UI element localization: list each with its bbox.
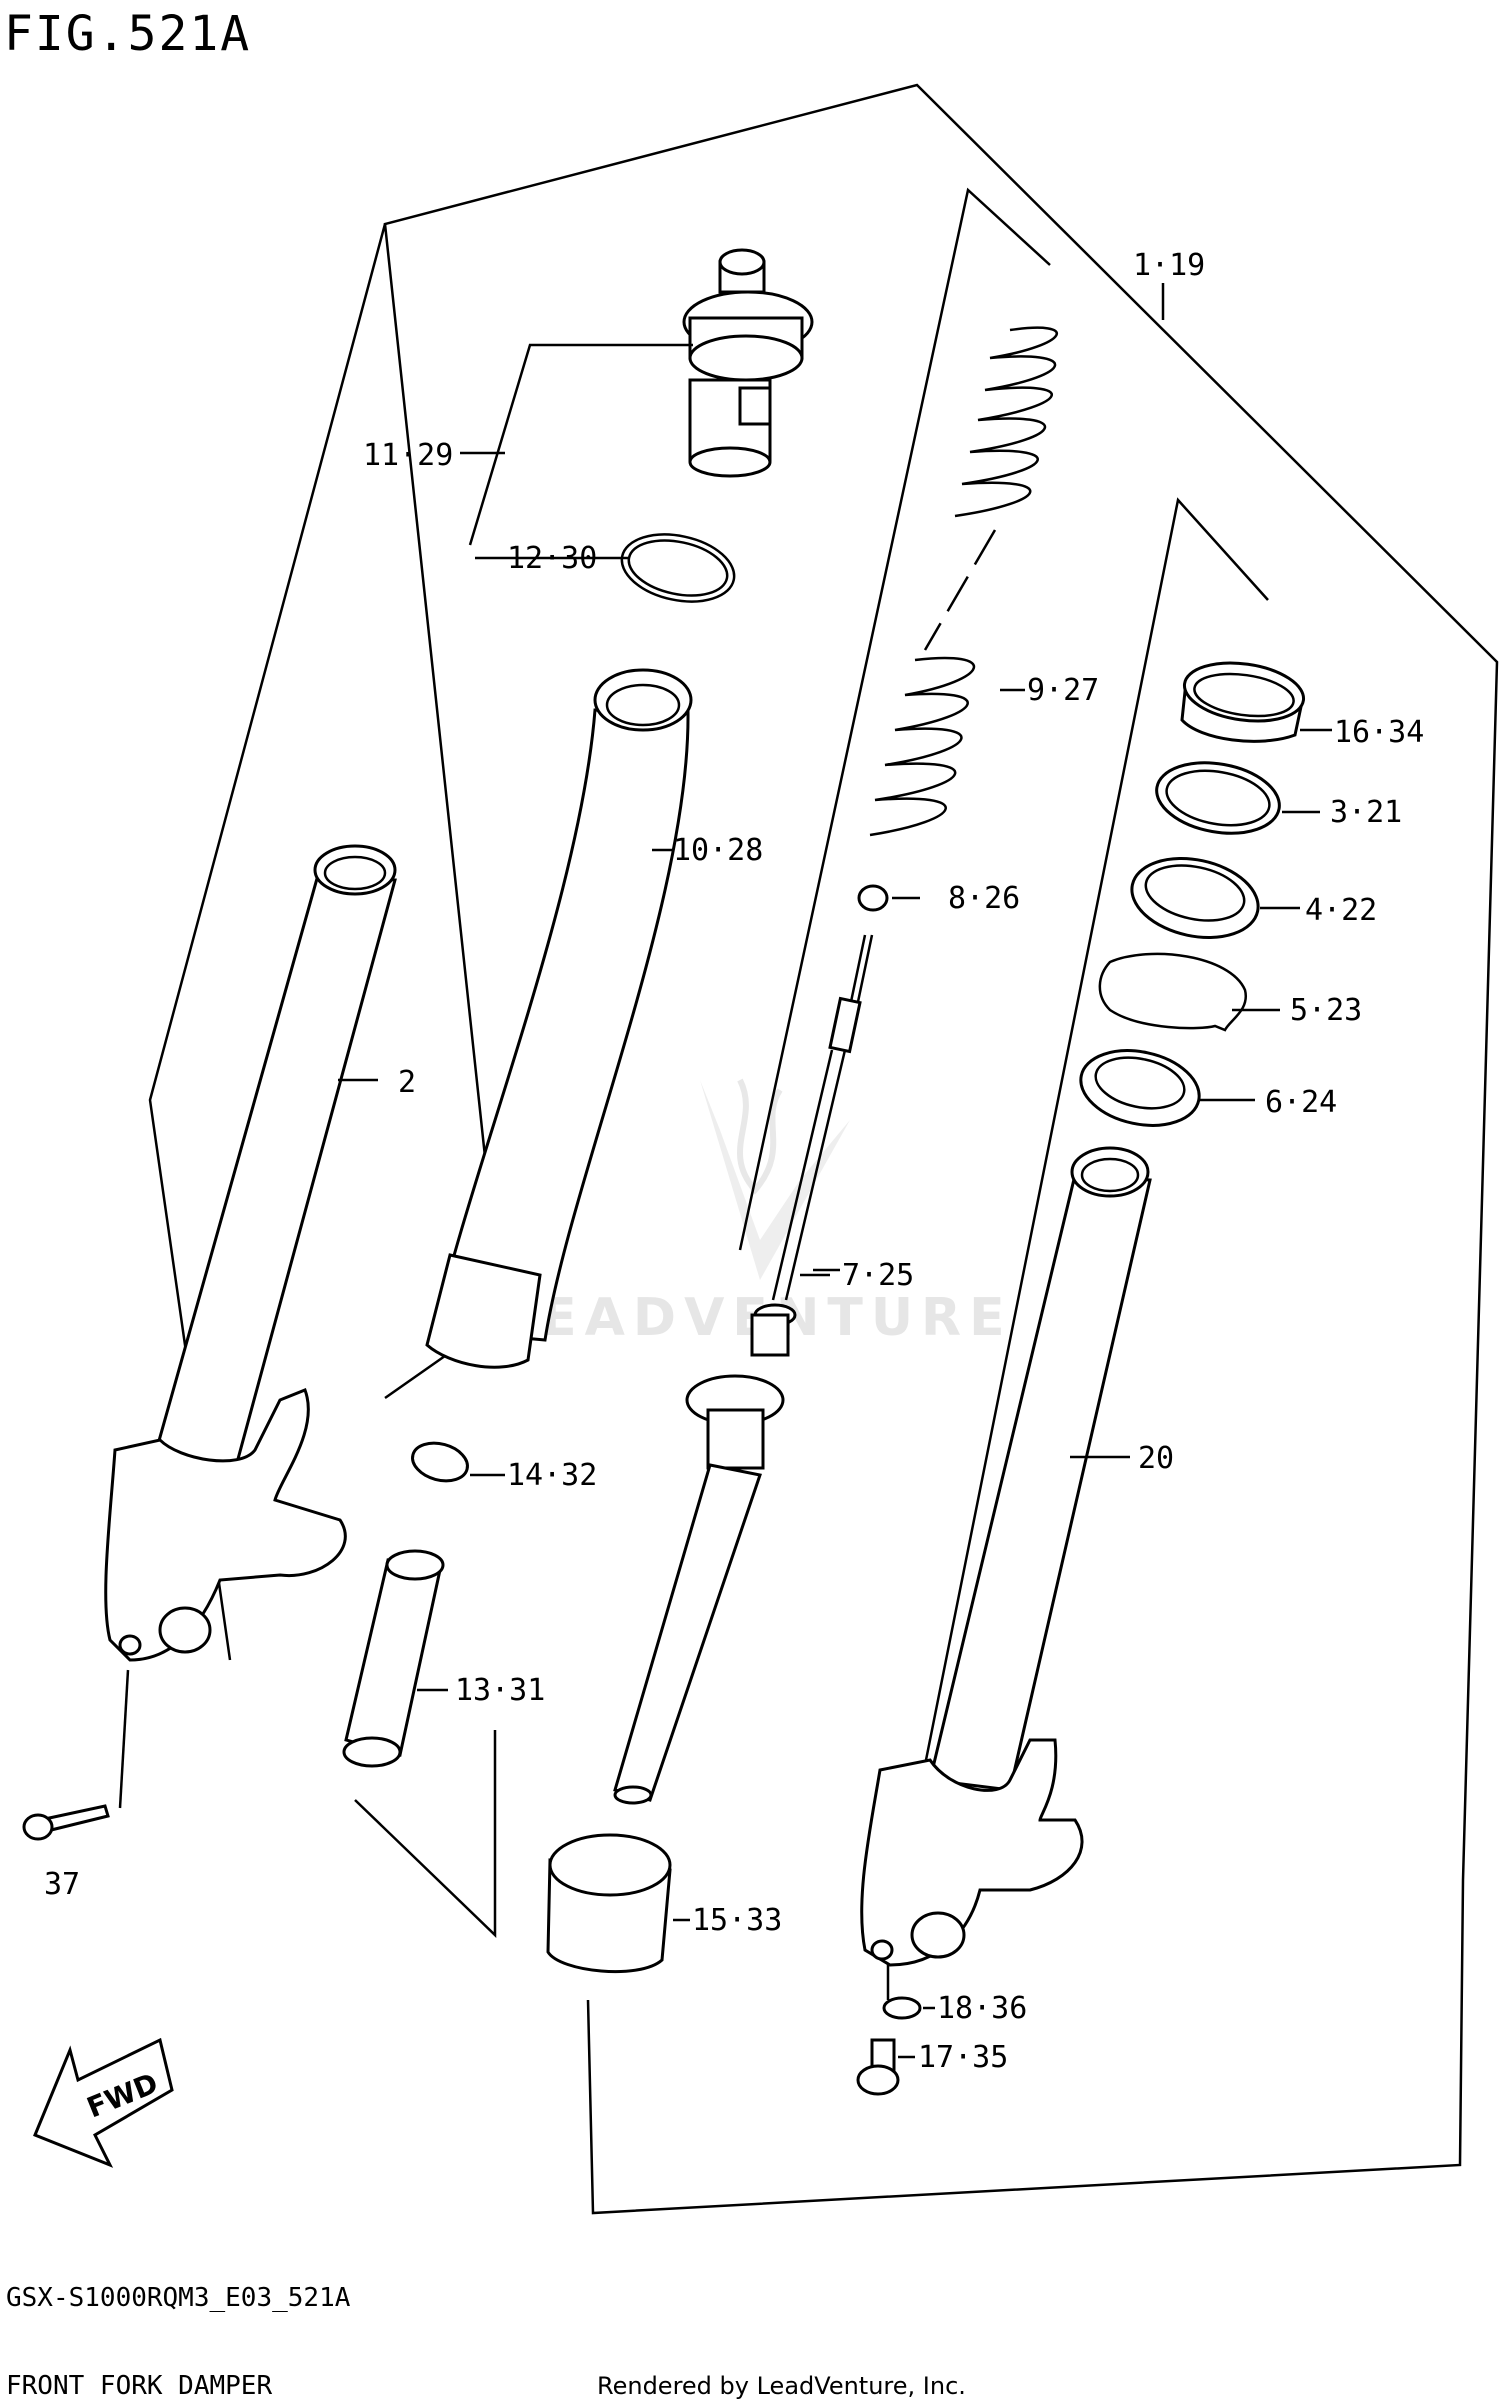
part-collar — [546, 1833, 672, 1974]
right-subgroup-border — [886, 497, 1269, 2000]
rendered-by: Rendered by LeadVenture, Inc. — [597, 2372, 966, 2400]
part-inner-tube-right — [860, 1146, 1152, 1967]
callout-8-26: 8·26 — [948, 881, 1020, 916]
callout-15-33: 15·33 — [692, 1903, 782, 1938]
callout-37: 37 — [44, 1867, 80, 1902]
callout-3-21: 3·21 — [1330, 795, 1402, 830]
part-o-ring — [620, 533, 736, 603]
figure-code: GSX-S1000RQM3_E03_521A — [6, 2283, 351, 2313]
callout-16-34: 16·34 — [1334, 715, 1424, 750]
part-damper-cartridge — [613, 934, 874, 1805]
part-fork-cap-adjuster — [682, 248, 814, 478]
callout-20: 20 — [1138, 1441, 1174, 1476]
part-outer-tube — [425, 668, 693, 1369]
part-seat-washer — [411, 1441, 469, 1483]
callout-17-35: 17·35 — [918, 2040, 1008, 2075]
leader-13-31 — [468, 343, 693, 546]
left-subgroup-bottom — [354, 1730, 497, 1938]
part-seal-washer — [1155, 761, 1281, 835]
figure-name: FRONT FORK DAMPER — [6, 2371, 272, 2401]
part-fork-spring — [869, 326, 1058, 837]
callout-14-32: 12·30 — [507, 541, 597, 576]
spring-group-border — [738, 187, 1051, 1251]
group-border-outer — [383, 83, 1499, 2215]
part-inner-tube-left — [104, 844, 397, 1662]
callout-12-30: 10·28 — [673, 833, 763, 868]
callout-11-29: 13·31 — [455, 1673, 545, 1708]
part-bushing — [1180, 661, 1306, 743]
part-oil-seal — [1130, 857, 1260, 939]
part-bolt — [22, 1804, 110, 1841]
part-gasket — [882, 1996, 922, 2020]
callout-10-28: 14·32 — [507, 1458, 597, 1493]
callout-6-24: 6·24 — [1265, 1085, 1337, 1120]
callout-18-36: 18·36 — [937, 1991, 1027, 2026]
forward-direction-arrow: FWD — [33, 2037, 174, 2168]
figure-title: FIG.521A — [4, 6, 251, 62]
callout-5-23: 5·23 — [1290, 993, 1362, 1028]
part-oil-lock-piece — [342, 1549, 445, 1768]
part-lock-nut — [857, 884, 889, 912]
callout-1-19: 1·19 — [1133, 248, 1205, 283]
part-stopper-ring — [1098, 952, 1248, 1032]
callout-4-22: 4·22 — [1305, 893, 1377, 928]
callout-7-25: 7·25 — [842, 1258, 914, 1293]
callout-13-31: 11·29 — [363, 438, 453, 473]
callout-2: 2 — [398, 1065, 416, 1100]
callout-9-27: 9·27 — [1027, 673, 1099, 708]
part-drain-bolt — [856, 2038, 900, 2096]
part-dust-seal — [1079, 1049, 1201, 1127]
